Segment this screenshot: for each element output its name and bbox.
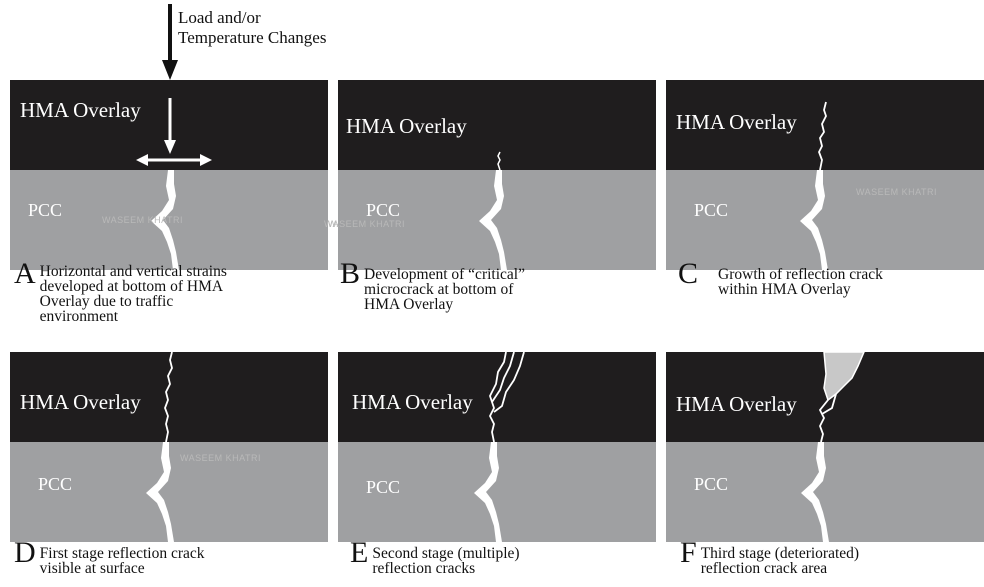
caption-f: F Third stage (deteriorated) reflection … bbox=[680, 536, 860, 577]
pcc-label: PCC bbox=[694, 200, 729, 220]
caption-letter: C bbox=[678, 257, 699, 290]
caption-line: First stage reflection crack bbox=[39, 545, 205, 562]
watermark: WASEEM KHATRI bbox=[856, 187, 938, 197]
caption-c: C Growth of reflection crack within HMA … bbox=[678, 257, 883, 298]
panel-c: HMA Overlay PCC WASEEM KHATRI bbox=[666, 80, 984, 270]
watermark: WASEEM KHATRI bbox=[324, 219, 406, 229]
load-label-line-1: Load and/or bbox=[178, 8, 261, 27]
caption-b: B Development of “critical” microcrack a… bbox=[340, 257, 525, 313]
hma-overlay-label: HMA Overlay bbox=[346, 114, 467, 138]
hma-overlay-label: HMA Overlay bbox=[20, 98, 141, 122]
panel-e-layers bbox=[338, 352, 656, 542]
caption-line: environment bbox=[39, 308, 119, 325]
panel-f: HMA Overlay PCC bbox=[666, 352, 984, 542]
caption-letter: E bbox=[350, 536, 369, 569]
pcc-crack bbox=[800, 170, 828, 270]
pcc-label: PCC bbox=[38, 474, 73, 494]
caption-line: Overlay due to traffic bbox=[39, 293, 174, 310]
load-label-line-2: Temperature Changes bbox=[178, 28, 327, 47]
panel-e: HMA Overlay PCC bbox=[338, 352, 656, 542]
caption-d: D First stage reflection crack visible a… bbox=[14, 536, 205, 577]
caption-line: reflection crack area bbox=[700, 560, 828, 577]
panel-b-layers bbox=[338, 80, 656, 270]
caption-letter: A bbox=[14, 257, 36, 290]
panel-f-layers bbox=[666, 352, 984, 542]
hma-overlay-label: HMA Overlay bbox=[352, 390, 473, 414]
strain-arrows-icon bbox=[136, 98, 212, 166]
caption-line: Third stage (deteriorated) bbox=[700, 545, 860, 562]
load-label: Load and/or Temperature Changes bbox=[178, 8, 326, 48]
microcrack bbox=[497, 151, 501, 171]
pcc-crack bbox=[479, 170, 507, 270]
caption-line: microcrack at bottom of bbox=[364, 281, 514, 298]
reflection-crack bbox=[818, 393, 837, 443]
caption-line: Second stage (multiple) bbox=[372, 545, 520, 562]
pcc-label: PCC bbox=[694, 474, 729, 494]
panel-a: HMA Overlay PCC WASEEM KHATRI WASEEM KHA… bbox=[10, 80, 409, 270]
pcc-label: PCC bbox=[366, 477, 401, 497]
hma-overlay-label: HMA Overlay bbox=[20, 390, 141, 414]
caption-line: developed at bottom of HMA bbox=[39, 278, 224, 295]
multiple-reflection-cracks bbox=[488, 352, 525, 443]
pcc-crack bbox=[146, 442, 174, 542]
pcc-crack bbox=[474, 442, 502, 542]
panel-d: HMA Overlay PCC WASEEM KHATRI bbox=[10, 352, 328, 542]
hma-overlay-label: HMA Overlay bbox=[676, 392, 797, 416]
caption-a: A Horizontal and vertical strains develo… bbox=[14, 257, 227, 325]
watermark: WASEEM KHATRI bbox=[102, 215, 184, 225]
reflection-crack bbox=[818, 101, 827, 171]
caption-e: E Second stage (multiple) reflection cra… bbox=[350, 536, 520, 577]
caption-line: reflection cracks bbox=[372, 560, 476, 577]
caption-letter: D bbox=[14, 536, 36, 569]
load-arrow-icon bbox=[162, 4, 178, 80]
pcc-label: PCC bbox=[366, 200, 401, 220]
reflection-crack bbox=[164, 352, 173, 443]
panel-b: HMA Overlay PCC WASEEM KHATRI bbox=[324, 80, 656, 270]
pcc-crack bbox=[151, 170, 179, 270]
pcc-crack bbox=[801, 442, 829, 542]
hma-overlay-label: HMA Overlay bbox=[676, 110, 797, 134]
panel-c-layers bbox=[666, 80, 984, 270]
panel-a-layers bbox=[10, 80, 328, 270]
caption-letter: B bbox=[340, 257, 361, 290]
pcc-label: PCC bbox=[28, 200, 63, 220]
caption-line: Development of “critical” bbox=[364, 266, 525, 283]
caption-line: Growth of reflection crack bbox=[718, 266, 883, 283]
caption-line: Horizontal and vertical strains bbox=[39, 263, 227, 280]
deteriorated-area bbox=[823, 352, 865, 402]
panel-d-layers bbox=[10, 352, 328, 542]
caption-letter: F bbox=[680, 536, 697, 569]
caption-line: HMA Overlay bbox=[364, 296, 454, 313]
watermark: WASEEM KHATRI bbox=[180, 453, 262, 463]
caption-line: within HMA Overlay bbox=[718, 281, 851, 298]
caption-line: visible at surface bbox=[39, 560, 145, 577]
